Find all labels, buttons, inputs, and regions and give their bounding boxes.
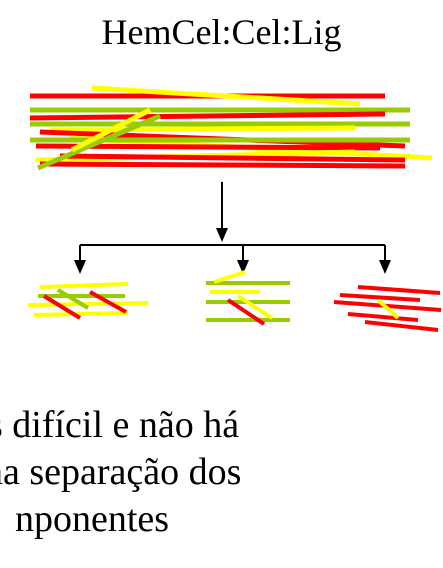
arrowhead-down-right bbox=[379, 260, 391, 274]
fiber-red bbox=[29, 111, 386, 121]
arrowheads bbox=[74, 228, 391, 274]
fiber-yellow bbox=[376, 298, 400, 320]
arrowhead-down-left bbox=[74, 260, 86, 274]
caption-line-2: na separação dos bbox=[0, 451, 242, 493]
arrowhead-down-main bbox=[216, 228, 228, 242]
fiber-red bbox=[364, 320, 439, 332]
arrowhead-down-center bbox=[237, 260, 249, 274]
fiber-red bbox=[39, 161, 406, 169]
fiber-yellow bbox=[49, 125, 356, 133]
fraction-left bbox=[27, 282, 149, 320]
caption-line-3: nponentes bbox=[15, 498, 170, 540]
fiber-red bbox=[59, 153, 406, 163]
fiber-red bbox=[226, 298, 266, 326]
branch-arrows bbox=[79, 182, 386, 262]
fiber-yellow bbox=[91, 85, 361, 107]
fraction-center bbox=[206, 270, 290, 326]
fiber-green bbox=[37, 113, 161, 171]
fiber-green bbox=[56, 288, 90, 310]
fiber-yellow bbox=[236, 294, 274, 320]
fiber-yellow bbox=[213, 270, 246, 284]
fiber-red bbox=[347, 312, 419, 322]
fiber-yellow bbox=[70, 107, 152, 153]
fiber-yellow bbox=[33, 311, 129, 317]
fiber-red bbox=[339, 293, 421, 302]
mixed-fiber-bundle bbox=[29, 85, 433, 171]
fiber-red bbox=[89, 290, 127, 314]
fraction-right bbox=[333, 285, 442, 332]
fiber-red bbox=[357, 285, 441, 295]
fiber-yellow bbox=[27, 301, 149, 307]
fiber-yellow bbox=[39, 282, 129, 289]
fiber-red bbox=[42, 294, 82, 320]
diagram-title: HemCel:Cel:Lig bbox=[101, 12, 342, 52]
caption-line-1: s difícil e não há bbox=[0, 404, 240, 446]
